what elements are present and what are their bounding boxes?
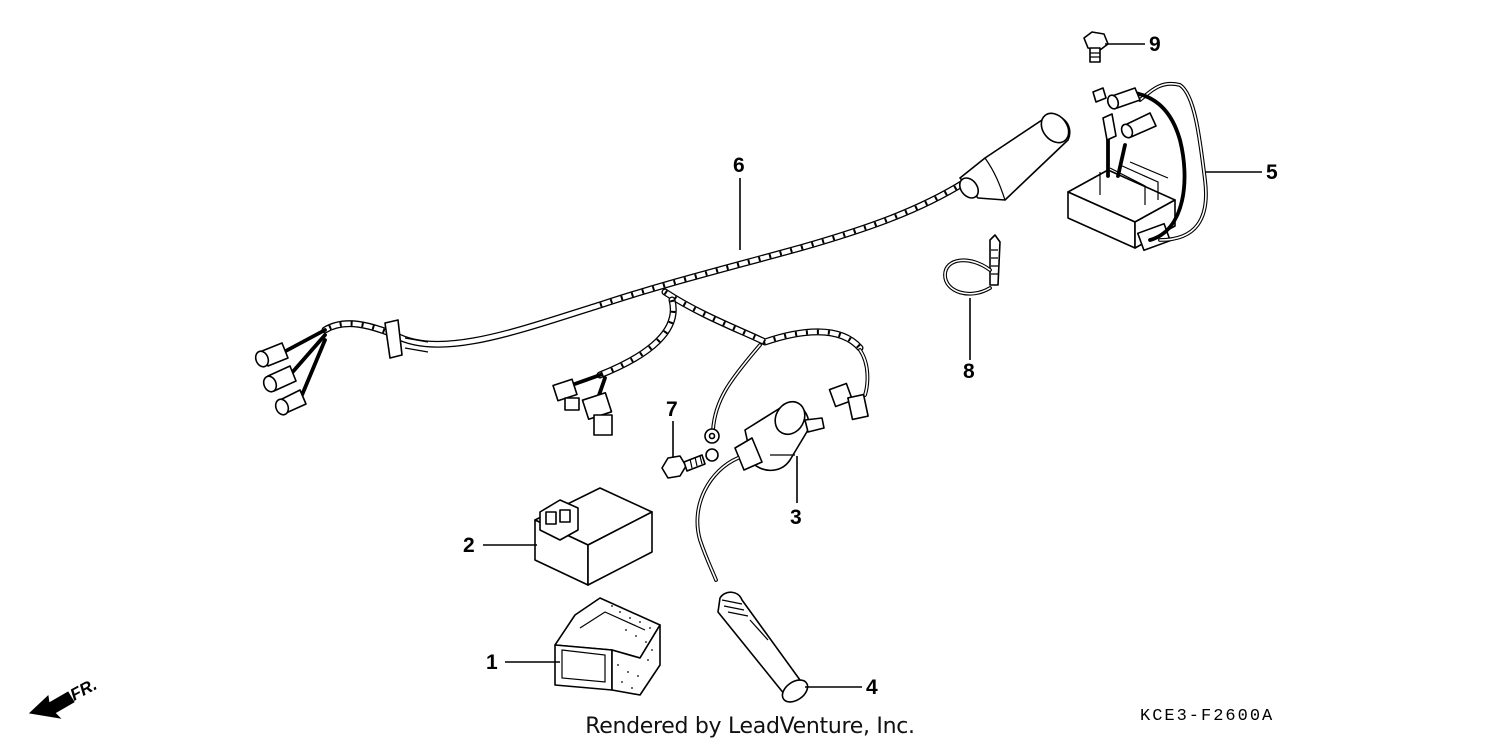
cdi-rubber-mount[interactable]: [554, 597, 661, 696]
callout-3: 3: [790, 506, 802, 529]
cdi-unit[interactable]: [534, 487, 653, 586]
cable-band[interactable]: [943, 234, 1001, 296]
regulator-bolt[interactable]: [1083, 31, 1109, 63]
arrow-icon: [28, 691, 75, 719]
regulator-rectifier[interactable]: [1067, 81, 1208, 252]
front-direction-arrow: FR.: [28, 675, 100, 719]
callout-4: 4: [866, 676, 878, 699]
callout-8: 8: [963, 360, 975, 383]
wire-harness[interactable]: [253, 108, 1074, 444]
credit-line: Rendered by LeadVenture, Inc.: [585, 714, 915, 739]
leader-lines: [483, 43, 1262, 688]
callout-2: 2: [463, 534, 475, 557]
spark-plug-cap[interactable]: [717, 591, 812, 706]
ignition-coil[interactable]: [695, 396, 825, 582]
rubber-texture: [611, 605, 653, 689]
callout-labels: 1 2 3 4 5 6 7 8 9: [463, 33, 1278, 699]
callout-9: 9: [1149, 33, 1161, 56]
callout-1: 1: [486, 651, 498, 674]
callout-6: 6: [733, 154, 745, 177]
flange-bolt[interactable]: [661, 448, 719, 479]
callout-5: 5: [1266, 161, 1278, 184]
diagram-reference-code: KCE3-F2600A: [1140, 707, 1274, 726]
callout-7: 7: [666, 398, 678, 421]
